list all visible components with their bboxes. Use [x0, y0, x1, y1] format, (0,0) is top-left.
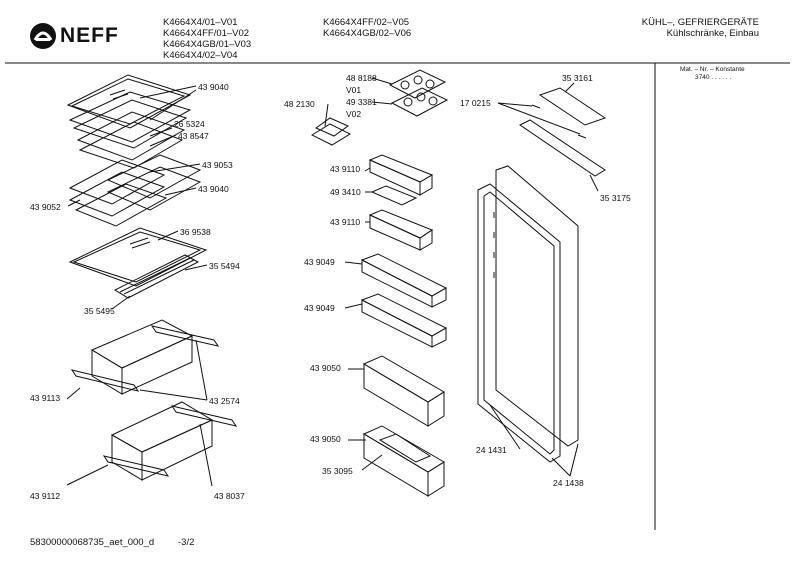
model-number: K4664X4FF/02–V05 — [323, 17, 410, 28]
part-label: 43 9050 — [310, 363, 341, 373]
side-panel-heading: Mat. – Nr. – Konstante — [680, 66, 745, 73]
part-label: 43 9040 — [198, 82, 229, 92]
model-number: K4664X4/01–V01 — [163, 17, 238, 28]
document-id: 58300000068735_aet_000_d — [30, 537, 155, 548]
brand-logo — [28, 18, 128, 54]
part-label: 43 9040 — [198, 184, 229, 194]
vegetable-drawer-upper — [70, 319, 220, 395]
category: KÜHL–, GEFRIERGERÄTE — [641, 17, 759, 28]
part-label: V02 — [346, 109, 362, 119]
vegetable-drawer-lower — [102, 401, 238, 481]
part-label: 49 3410 — [330, 187, 361, 197]
part-label: 43 9050 — [310, 434, 341, 444]
door-bin-4 — [362, 425, 445, 497]
model-number: K4664X4GB/01–V03 — [163, 39, 252, 50]
part-label: 24 1438 — [553, 478, 584, 488]
door-handle-bar — [538, 87, 607, 126]
part-label: 43 9113 — [30, 393, 61, 403]
part-label: 35 3161 — [562, 73, 593, 83]
part-label: 48 2130 — [284, 99, 315, 109]
door-panel — [477, 165, 579, 463]
part-label: 43 9049 — [304, 257, 335, 267]
part-label: 43 9053 — [202, 160, 233, 170]
model-number: K4664X4FF/01–V02 — [163, 28, 250, 39]
door-rack-small — [368, 154, 434, 251]
part-label: 35 3095 — [322, 466, 353, 476]
part-label: 43 9110 — [330, 164, 361, 174]
door-bin-3 — [362, 355, 445, 427]
egg-tray — [388, 69, 449, 117]
butter-box — [310, 117, 352, 146]
part-label: 17 0215 — [460, 98, 491, 108]
subcategory: Kühlschränke, Einbau — [666, 28, 759, 39]
glass-shelf-top — [66, 74, 192, 149]
hinge-bracket — [519, 119, 606, 177]
glass-shelf-split — [68, 154, 202, 227]
part-label: 43 9052 — [30, 202, 61, 212]
brand-name: NEFF — [60, 24, 119, 47]
category-title: KÜHL–, GEFRIERGERÄTE Kühlschränke, Einba… — [642, 17, 759, 39]
part-label: 35 3175 — [600, 193, 631, 203]
side-panel-value: 3740 . . . . . . — [695, 74, 732, 81]
part-label: 26 5324 — [174, 119, 205, 129]
door-bin-2 — [360, 293, 448, 348]
part-label: 43 9049 — [304, 303, 335, 313]
part-label: 35 5495 — [84, 306, 115, 316]
model-number: K4664X4GB/02–V06 — [323, 28, 412, 39]
model-number: K4664X4/02–V04 — [163, 50, 238, 61]
shelf-frame — [76, 111, 186, 169]
leader-lines — [66, 77, 599, 487]
part-label: 43 8547 — [178, 131, 209, 141]
part-label: 43 9112 — [30, 491, 61, 501]
part-label: 48 8188 — [346, 73, 377, 83]
part-label: 43 2574 — [209, 396, 240, 406]
part-label: 24 1431 — [476, 445, 507, 455]
part-label: 43 8037 — [214, 491, 245, 501]
part-label: V01 — [346, 85, 362, 95]
model-list-right: K4664X4FF/02–V05 K4664X4GB/02–V06 — [323, 17, 411, 39]
part-label: 43 9110 — [330, 217, 361, 227]
glass-shelf-crisper — [68, 227, 208, 299]
model-list-left: K4664X4/01–V01 K4664X4FF/01–V02 K4664X4G… — [163, 17, 251, 61]
part-label: 49 3381 — [346, 97, 377, 107]
part-label: 36 9538 — [180, 227, 211, 237]
part-label: 35 5494 — [209, 261, 240, 271]
door-bin-1 — [360, 253, 448, 308]
screw-set — [531, 104, 587, 139]
page-number: -3/2 — [178, 537, 195, 548]
